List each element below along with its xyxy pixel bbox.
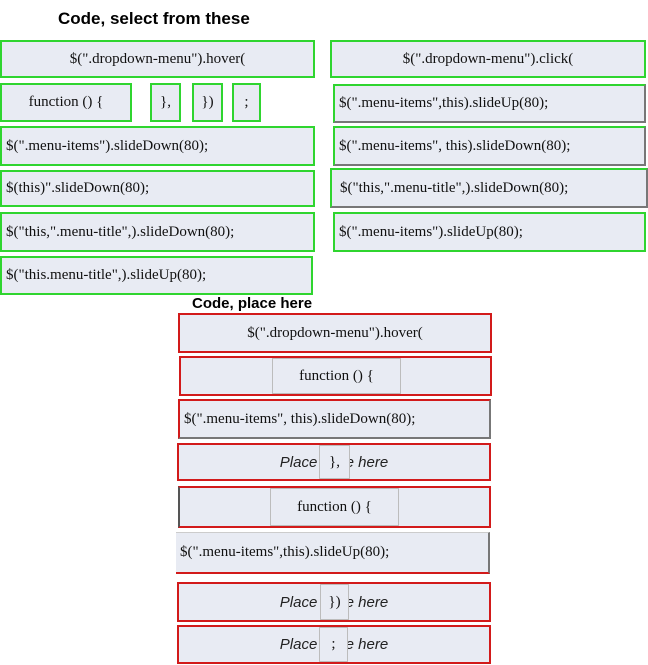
source-heading: Code, select from these [58,9,250,28]
source-item-slideup-menu-title[interactable]: $("this.menu-title",).slideUp(80); [0,256,313,295]
placed-item-semicolon[interactable]: ; [319,627,348,662]
target-slot-4[interactable]: Place code here }, [177,443,491,481]
source-item-slideup-menu-items[interactable]: $(".menu-items").slideUp(80); [333,212,646,252]
placed-item-close-paren[interactable]: }) [320,584,349,620]
target-slot-3[interactable]: $(".menu-items", this).slideDown(80); [178,399,491,439]
source-item-hover[interactable]: $(".dropdown-menu").hover( [0,40,315,78]
target-heading: Code, place here [192,295,313,312]
source-item-slidedown-this-menu-items[interactable]: $(".menu-items", this).slideDown(80); [333,126,646,166]
target-slot-2[interactable]: function () { [179,356,492,396]
placed-item-close-comma[interactable]: }, [319,445,350,479]
target-slot-7[interactable]: Place code here }) [177,582,491,622]
target-slot-6[interactable]: $(".menu-items",this).slideUp(80); [176,532,490,574]
source-item-slidedown-menu-title[interactable]: $("this,".menu-title",).slideDown(80); [0,212,315,252]
source-item-close-comma[interactable]: }, [150,83,181,122]
source-item-semicolon[interactable]: ; [232,83,261,122]
target-slot-5[interactable]: function () { [178,486,491,528]
source-item-slidedown-menu-items[interactable]: $(".menu-items").slideDown(80); [0,126,315,166]
source-item-slidedown-menu-title-2[interactable]: $("this,".menu-title",).slideDown(80); [330,168,648,208]
placed-item-function-2[interactable]: function () { [270,488,399,526]
source-item-function[interactable]: function () { [0,83,132,122]
source-item-slideup-this[interactable]: $(".menu-items",this).slideUp(80); [333,84,646,123]
source-item-close-paren[interactable]: }) [192,83,223,122]
source-item-slidedown-this[interactable]: $(this)".slideDown(80); [0,170,315,207]
target-slot-8[interactable]: Place code here ; [177,625,491,664]
source-item-click[interactable]: $(".dropdown-menu").click( [330,40,646,78]
target-slot-1[interactable]: $(".dropdown-menu").hover( [178,313,492,353]
placed-item-function[interactable]: function () { [272,358,401,394]
